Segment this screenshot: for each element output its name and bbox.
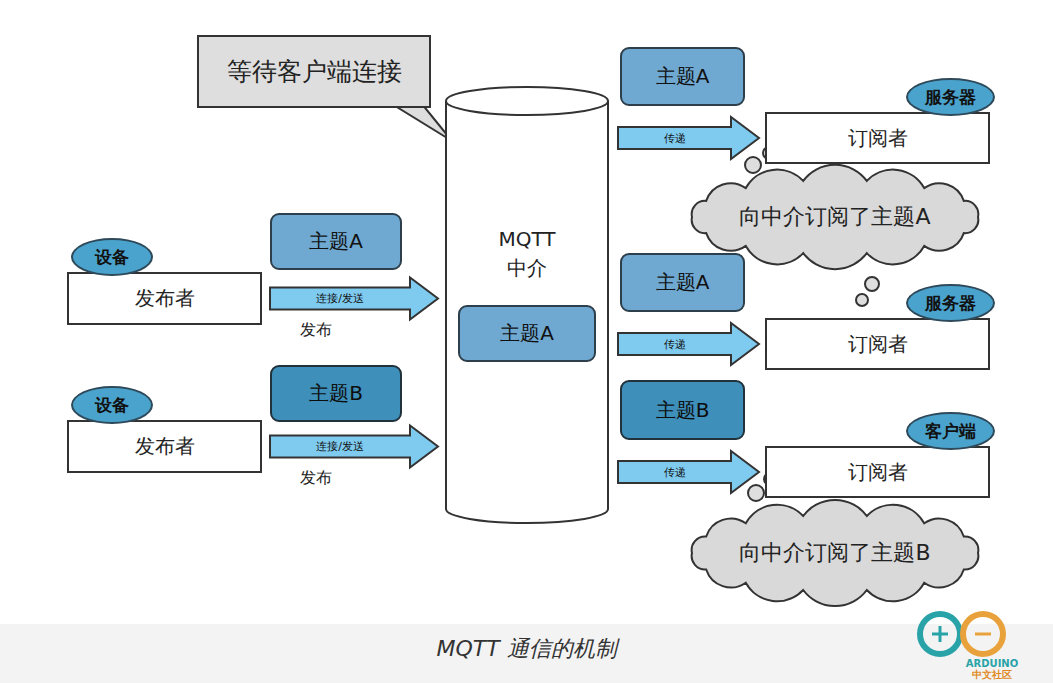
device-tag: 服务器 [906,284,995,322]
thought-cloud: 向中介订阅了主题B [682,507,988,599]
broker-title: MQTT 中介 [492,225,562,283]
block-arrow [618,451,759,493]
speech-bubble: 等待客户端连接 [197,35,431,108]
publish-label: 发布 [300,470,332,487]
node-text: 向中介订阅了主题B [739,538,930,568]
node-text: 主题B [656,397,710,424]
edge-label: 传递 [662,466,688,479]
block-arrow [270,278,438,320]
block-arrow [270,426,438,468]
logo-text: 中文社区 [972,670,1012,681]
arrow-shape [618,451,759,493]
subscriber-box: 服务器订阅者 [765,112,990,164]
broker-title-wrap: MQTT 中介 [444,225,610,283]
block-arrow [618,323,759,365]
node-text: 向中介订阅了主题A [739,202,930,232]
subscriber-box: 服务器订阅者 [765,318,990,370]
edge-label: 连接/发送 [314,292,366,305]
node-text: 主题A [309,228,363,255]
node-text: 订阅者 [848,125,908,152]
logo-text: ARDUINO [966,659,1018,670]
node-text: 主题B [309,380,363,407]
node-text: 主题A [500,320,554,347]
topic-box: 主题B [270,365,402,422]
cloud-path [692,500,979,606]
device-tag: 设备 [71,386,153,424]
node-text: 订阅者 [848,459,908,486]
topic-box: 主题A [270,213,402,270]
arrow-shape [618,323,759,365]
node-text: 主题A [656,63,710,90]
caption: MQTT 通信的机制 [0,634,1053,664]
publish-label: 发布 [300,322,332,339]
publisher-box: 设备发布者 [67,272,262,325]
device-tag: 设备 [71,238,153,276]
cylinder-body [446,87,608,523]
edge-label: 传递 [662,132,688,145]
device-tag: 客户端 [906,412,995,450]
publisher-box: 设备发布者 [67,420,262,473]
thought-cloud: 向中介订阅了主题A [682,172,988,262]
topic-box: 主题A [620,253,745,312]
node-text: 发布者 [135,285,195,312]
bubble-tail [392,104,452,141]
node-text: 主题A [656,269,710,296]
edge-label: 传递 [662,338,688,351]
arrow-shape [270,426,438,468]
arrow-shape [270,278,438,320]
cylinder-rim [446,101,608,115]
broker-cylinder: MQTT 中介主题A [444,85,610,525]
logo-symbol [920,614,1003,654]
node-text: 发布者 [135,433,195,460]
topic-box: 主题A [620,47,745,106]
node-text: 等待客户端连接 [227,55,402,88]
arrow-shape [618,117,759,159]
block-arrow [618,117,759,159]
topic-box: 主题B [620,380,745,440]
device-tag: 服务器 [906,78,995,116]
topic-box: 主题A [458,305,596,362]
subscriber-box: 客户端订阅者 [765,446,990,498]
node-text: 订阅者 [848,331,908,358]
edge-label: 连接/发送 [314,440,366,453]
